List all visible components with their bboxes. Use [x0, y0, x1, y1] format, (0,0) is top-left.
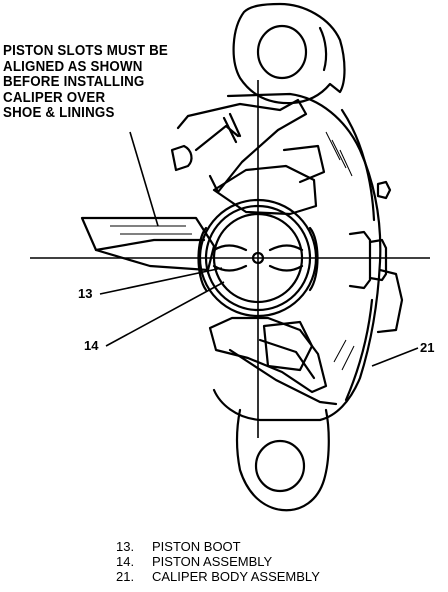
caliper-body-right-lower	[344, 298, 374, 402]
alignment-note: PISTON SLOTS MUST BE ALIGNED AS SHOWN BE…	[3, 43, 169, 122]
note-line: SHOE & LININGS	[3, 105, 115, 121]
note-leader-line	[129, 131, 159, 227]
legend-row: 14. PISTON ASSEMBLY	[116, 554, 320, 569]
legend-label: PISTON ASSEMBLY	[152, 554, 273, 569]
note-line: PISTON SLOTS MUST BE	[3, 43, 169, 59]
upper-shoe-block	[212, 164, 318, 216]
upper-mounting-hole	[256, 24, 308, 80]
callout-13-leader	[99, 267, 223, 295]
note-line: CALIPER OVER	[3, 89, 106, 106]
upper-clip-spring	[222, 112, 242, 144]
lower-mounting-hole	[254, 439, 306, 493]
note-line: BEFORE INSTALLING	[3, 74, 145, 90]
legend-number: 13.	[116, 539, 135, 554]
note-line: ALIGNED AS SHOWN	[3, 58, 143, 75]
wedge-shading	[110, 225, 192, 235]
callout-14-leader	[105, 281, 225, 347]
right-lug	[376, 268, 404, 334]
upper-shoe-face	[282, 144, 326, 184]
upper-clip-lug	[170, 144, 193, 172]
legend-number: 21.	[116, 569, 135, 584]
callout-13: 13	[78, 286, 93, 301]
piston-slot-right	[268, 244, 304, 272]
legend-number: 14.	[116, 554, 135, 569]
upper-ear-inner-edge	[318, 26, 328, 72]
upper-pad-clip	[176, 98, 308, 194]
body-shading-upper	[325, 131, 353, 177]
callout-21-leader	[371, 347, 419, 367]
lower-shoe-block	[262, 320, 314, 372]
legend-row: 13. PISTON BOOT	[116, 539, 320, 554]
inlet-fitting	[376, 180, 392, 200]
bleeder-fitting	[368, 238, 388, 282]
legend-row: 21. CALIPER BODY ASSEMBLY	[116, 569, 320, 584]
upper-clip-inner	[194, 124, 240, 152]
shoe-lining-inner	[94, 238, 206, 252]
piston-slot-left	[212, 244, 248, 272]
lower-clip-arm	[228, 348, 338, 406]
body-shading-lower	[333, 339, 355, 371]
callout-21: 21	[420, 340, 435, 355]
caliper-body-right-edge	[340, 108, 376, 222]
legend-label: PISTON BOOT	[152, 539, 241, 554]
upper-mounting-ear	[232, 2, 346, 105]
caliper-body-outline	[212, 92, 382, 422]
bleeder-boss	[348, 230, 372, 290]
callout-14: 14	[84, 338, 99, 353]
lower-clip-inner	[258, 338, 316, 380]
lower-mounting-ear	[235, 408, 330, 512]
parts-legend: 13. PISTON BOOT 14. PISTON ASSEMBLY 21. …	[116, 539, 320, 584]
legend-label: CALIPER BODY ASSEMBLY	[152, 569, 320, 584]
